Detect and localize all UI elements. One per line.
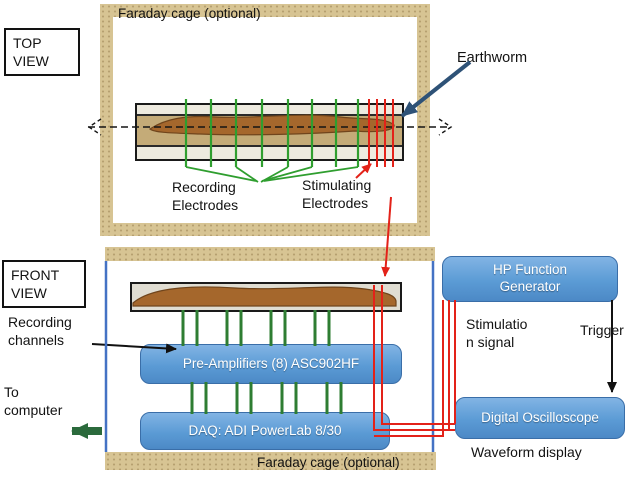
recording-channels-label: Recording channels	[8, 314, 72, 348]
front-recording-electrodes-upper	[181, 310, 331, 346]
stimulation-path-arrow	[381, 196, 392, 277]
front-recording-electrodes-lower	[190, 382, 343, 414]
earthworm-label: Earthworm	[457, 50, 528, 66]
digital-oscilloscope-box: Digital Oscilloscope	[455, 397, 625, 439]
daq-label: DAQ: ADI PowerLab 8/30	[188, 422, 342, 438]
waveform-display-label: Waveform display	[471, 444, 582, 460]
stimulation-signal-label: Stimulatio n signal	[466, 316, 528, 350]
worm-channel-band	[137, 114, 402, 147]
stimulating-electrodes-label: Stimulating Electrodes	[302, 177, 372, 211]
earthworm-arrow	[400, 60, 472, 118]
faraday-cage-top-frame-top	[100, 4, 430, 17]
faraday-cage-top-label: Faraday cage (optional)	[118, 6, 261, 21]
recording-electrodes-label: Recording Electrodes	[172, 179, 239, 213]
faraday-cage-front-bar-top	[105, 247, 435, 261]
trigger-label: Trigger	[580, 322, 624, 338]
faraday-cage-front-label: Faraday cage (optional)	[257, 455, 400, 470]
faraday-cage-top-frame-bottom	[100, 223, 430, 236]
worm-platform-top	[135, 103, 404, 161]
faraday-cage-front-bar-bottom	[105, 452, 436, 470]
faraday-cage-top-frame-left	[100, 4, 113, 236]
top-view-label-box: TOP VIEW	[4, 28, 80, 77]
digital-oscilloscope-label: Digital Oscilloscope	[481, 409, 599, 425]
faraday-cage-top-frame-right	[417, 4, 430, 236]
pre-amplifiers-box: Pre-Amplifiers (8) ASC902HF	[140, 344, 402, 384]
front-view-label-box: FRONT VIEW	[2, 260, 86, 309]
hp-function-generator-box: HP Function Generator	[442, 256, 618, 302]
to-computer-label: To computer	[4, 384, 63, 418]
hp-function-generator-label: HP Function Generator	[492, 262, 568, 294]
pre-amplifiers-label: Pre-Amplifiers (8) ASC902HF	[182, 355, 360, 371]
daq-box: DAQ: ADI PowerLab 8/30	[140, 412, 390, 450]
worm-platform-front	[130, 282, 402, 312]
stimulating-label-arrow	[355, 163, 372, 179]
